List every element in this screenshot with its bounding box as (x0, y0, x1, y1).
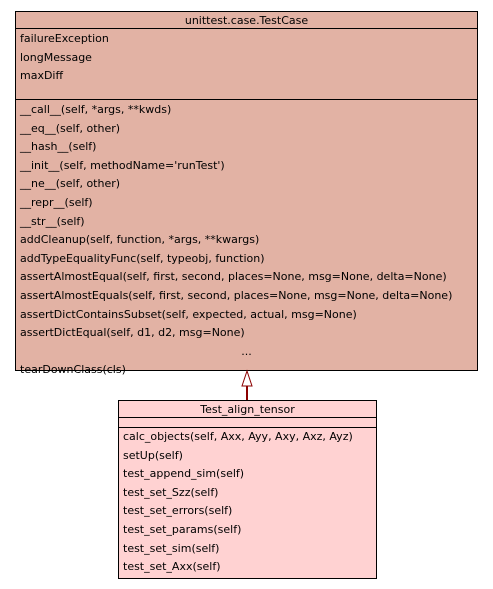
testcase-methods: __call__(self, *args, **kwds) __eq__(sel… (16, 100, 477, 380)
attribute-row: longMessage (20, 50, 92, 64)
method-row: assertAlmostEquals(self, first, second, … (20, 288, 453, 302)
attribute-row: maxDiff (20, 69, 64, 83)
subclass-title: Test_align_tensor (119, 401, 376, 418)
method-row: test_set_errors(self) (123, 504, 233, 518)
method-row: addTypeEqualityFunc(self, typeobj, funct… (20, 251, 265, 265)
method-row: calc_objects(self, Axx, Ayy, Axy, Axz, A… (123, 430, 353, 443)
method-row: __call__(self, *args, **kwds) (20, 103, 172, 116)
subclass-box: Test_align_tensor calc_objects(self, Axx… (118, 400, 377, 579)
method-ellipsis: ... (241, 344, 252, 358)
inheritance-arrowhead (241, 369, 253, 387)
method-row: setUp(self) (123, 448, 183, 462)
method-row: assertAlmostEqual(self, first, second, p… (20, 270, 447, 284)
method-row: __eq__(self, other) (20, 121, 121, 135)
testcase-attributes: failureException longMessage maxDiff (16, 29, 477, 100)
subclass-methods: calc_objects(self, Axx, Ayy, Axy, Axz, A… (119, 428, 376, 577)
testcase-class-box: unittest.case.TestCase failureException … (15, 11, 478, 376)
method-row: test_set_sim(self) (123, 541, 220, 555)
method-row: test_append_sim(self) (123, 467, 245, 481)
method-row: test_set_Axx(self) (123, 560, 221, 574)
method-row: __hash__(self) (20, 140, 97, 154)
subclass-attributes (119, 418, 376, 428)
method-row: tearDownClass(cls) (20, 363, 126, 377)
attribute-row: failureException (20, 32, 109, 45)
method-row: __repr__(self) (20, 195, 93, 209)
testcase-class-title: unittest.case.TestCase (16, 12, 477, 29)
method-row: test_set_params(self) (123, 522, 242, 536)
method-row: addCleanup(self, function, *args, **kwar… (20, 233, 260, 247)
method-row: __ne__(self, other) (20, 177, 121, 191)
method-row: test_set_Szz(self) (123, 485, 219, 499)
method-row: assertDictContainsSubset(self, expected,… (20, 307, 357, 321)
method-row: assertDictEqual(self, d1, d2, msg=None) (20, 326, 245, 340)
method-row: __str__(self) (20, 214, 85, 228)
method-row: __init__(self, methodName='runTest') (20, 158, 225, 172)
